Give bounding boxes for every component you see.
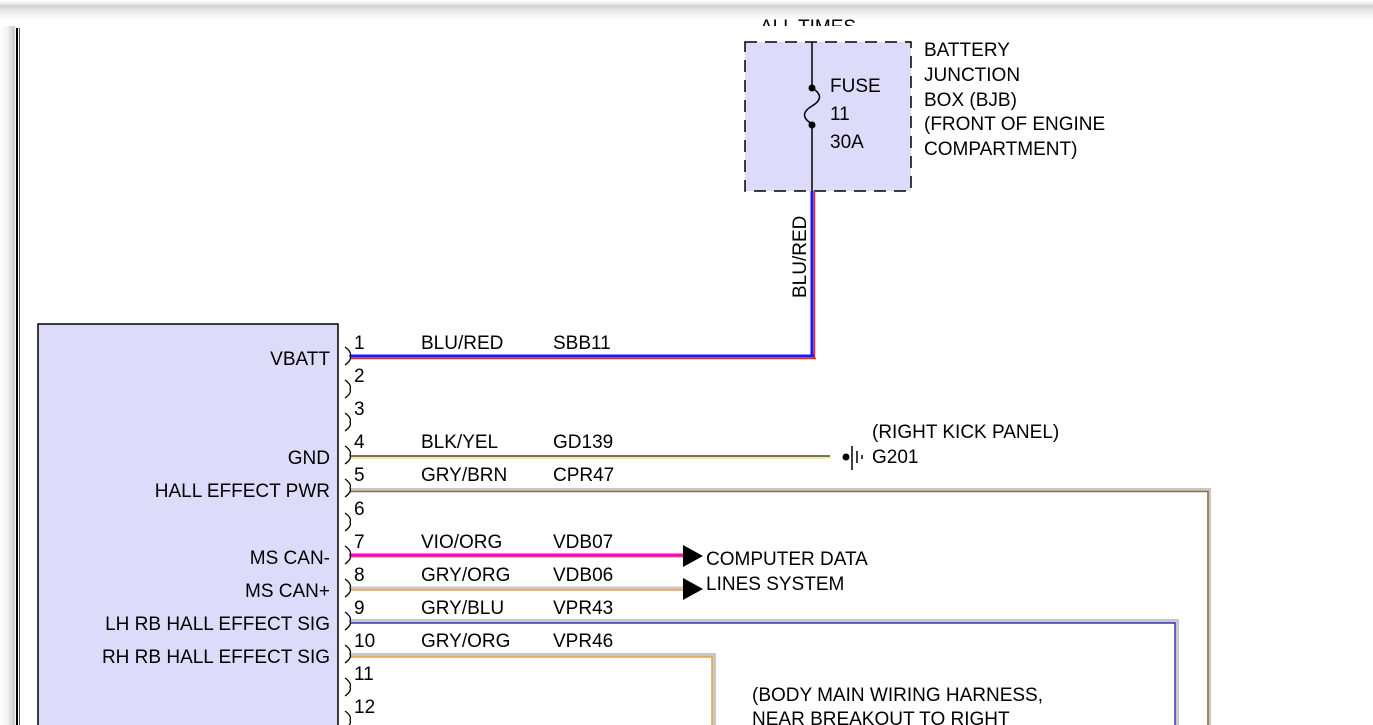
feed-wire: BLU/RED (790, 191, 816, 358)
wire-color-label: GRY/ORG (421, 631, 510, 652)
pin-function-label: RH RB HALL EFFECT SIG (102, 647, 330, 668)
battery-junction-box: ALL TIMES FUSE 11 30A BATTERY JUNCTION B… (740, 17, 1105, 192)
bjb-location-line-2: JUNCTION (924, 65, 1020, 86)
circuit-id-label: GD139 (553, 432, 613, 453)
page-left-edge (0, 26, 16, 725)
connector-cavity-icon (344, 644, 352, 664)
ground-g201: (RIGHT KICK PANEL) G201 (842, 422, 1059, 470)
circuit-id-label: SBB11 (553, 333, 611, 354)
splice-note-line-1: (BODY MAIN WIRING HARNESS, (752, 685, 1043, 706)
pin-7: 7 MS CAN- VIO/ORG VDB07 (250, 532, 613, 569)
pin-6: 6 (344, 499, 365, 532)
bjb-location-line-3: BOX (BJB) (924, 90, 1017, 111)
wire-color-label: GRY/ORG (421, 565, 510, 586)
wire-pin10-orange-stripe (350, 656, 713, 725)
pin-8: 8 MS CAN+ GRY/ORG VDB06 (245, 565, 613, 602)
wire-pin5-brown-stripe (350, 490, 1209, 725)
circuit-id-label: VPR46 (553, 631, 613, 652)
connector-cavity-icon (344, 545, 352, 565)
circuit-id-label: VDB06 (553, 565, 613, 586)
pin-number: 10 (354, 631, 375, 652)
pin-function-label: VBATT (270, 349, 330, 370)
fuse-label: FUSE (830, 76, 881, 97)
connector-cavity-icon (344, 710, 352, 725)
circuit-id-label: CPR47 (553, 465, 614, 486)
pin-3: 3 (344, 399, 365, 432)
pin-number: 4 (354, 432, 365, 453)
wire-pin5-gray (350, 488, 1211, 725)
bjb-location-line-5: COMPARTMENT) (924, 139, 1077, 160)
data-lines-label-2[interactable]: LINES SYSTEM (706, 574, 844, 595)
connector-cavity-icon (344, 677, 352, 697)
pin-function-label: LH RB HALL EFFECT SIG (105, 614, 330, 635)
pin-function-label: MS CAN- (250, 548, 330, 569)
wire-pin9-blue-stripe (350, 622, 1176, 725)
pin-11: 11 (344, 664, 374, 697)
pin-9: 9 LH RB HALL EFFECT SIG GRY/BLU VPR43 (105, 598, 613, 635)
pin-number: 3 (354, 399, 365, 420)
connector-cavity-icon (344, 346, 352, 366)
ground-id: G201 (872, 447, 918, 468)
pin-number: 1 (354, 333, 365, 354)
bjb-outline (744, 41, 912, 192)
wire-color-label: BLU/RED (421, 333, 503, 354)
wire-color-label: BLK/YEL (421, 432, 498, 453)
window-top-shadow (0, 0, 1373, 26)
connector-cavity-icon (344, 512, 352, 532)
ground-location: (RIGHT KICK PANEL) (872, 422, 1059, 443)
connector-cavity-icon (344, 578, 352, 598)
wire-color-label: VIO/ORG (421, 532, 502, 553)
connector-cavity-icon (344, 379, 352, 399)
wire-color-label: GRY/BRN (421, 465, 507, 486)
pin-function-label: GND (288, 448, 330, 469)
page-border-inner (19, 28, 20, 725)
pin-2: 2 (344, 366, 365, 399)
pin-number: 12 (354, 697, 375, 718)
pin-number: 5 (354, 465, 365, 486)
connector-cavity-icon (344, 611, 352, 631)
pin-function-label: HALL EFFECT PWR (155, 481, 330, 502)
fuse-number: 11 (830, 104, 850, 125)
connector-cavity-icon (344, 412, 352, 432)
pin-number: 6 (354, 499, 365, 520)
wire-color-label: GRY/BLU (421, 598, 504, 619)
pin-number: 2 (354, 366, 365, 387)
bjb-location-line-1: BATTERY (924, 40, 1010, 61)
data-lines-label-1[interactable]: COMPUTER DATA (706, 549, 868, 570)
ground-terminal (842, 453, 850, 461)
wires (350, 354, 1211, 725)
connector-cavity-icon (344, 445, 352, 465)
fuse-rating: 30A (830, 132, 864, 153)
arrow-right-icon (683, 578, 703, 600)
fuse-icon (803, 87, 821, 125)
pin-10: 10 RH RB HALL EFFECT SIG GRY/ORG VPR46 (102, 631, 613, 668)
splice-note-line-2: NEAR BREAKOUT TO RIGHT (752, 709, 1010, 725)
data-lines-reference[interactable]: COMPUTER DATA LINES SYSTEM (683, 545, 868, 600)
pin-number: 9 (354, 598, 365, 619)
module-box (37, 323, 339, 725)
feed-wire-color-label: BLU/RED (790, 216, 811, 298)
pin-function-label: MS CAN+ (245, 581, 330, 602)
page-border (16, 28, 18, 725)
pin-number: 7 (354, 532, 365, 553)
pin-number: 11 (354, 664, 374, 685)
header-clip (740, 26, 940, 38)
wire-pin9-gray (350, 619, 1179, 725)
circuit-id-label: VDB07 (553, 532, 613, 553)
pin-number: 8 (354, 565, 365, 586)
bjb-location-line-4: (FRONT OF ENGINE (924, 114, 1105, 135)
connector-cavity-icon (344, 478, 352, 498)
pin-12: 12 (344, 697, 375, 725)
wire-pin10-gray (350, 653, 716, 725)
circuit-id-label: VPR43 (553, 598, 613, 619)
arrow-right-icon (683, 545, 703, 567)
